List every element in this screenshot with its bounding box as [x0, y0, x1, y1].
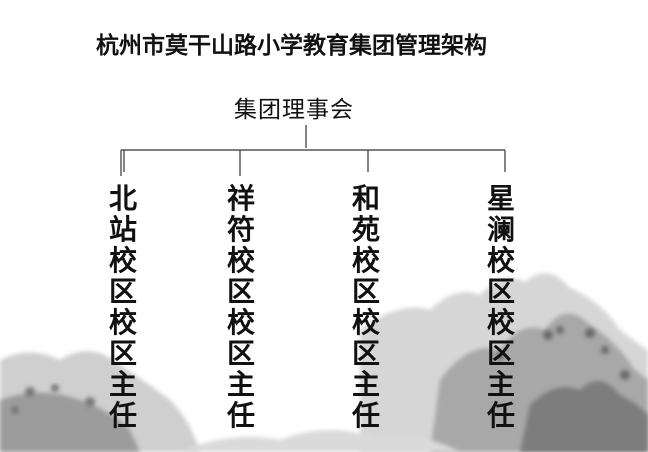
branch-char: 校 — [226, 306, 255, 339]
branch-char: 校 — [351, 306, 380, 339]
branch-char: 区 — [108, 275, 137, 308]
branch-char: 祥 — [226, 182, 255, 215]
branch-char: 主 — [226, 368, 255, 401]
branch-char: 主 — [351, 368, 380, 401]
branch-char: 符 — [226, 213, 255, 246]
branch-char: 任 — [108, 399, 137, 432]
branch-char: 苑 — [351, 213, 380, 246]
branch-char: 区 — [486, 275, 515, 308]
branch-char: 站 — [108, 213, 137, 246]
branch-char: 区 — [351, 337, 380, 370]
branch-char: 校 — [108, 306, 137, 339]
branch-node-beizhan: 北 站 校 区 校 区 主 任 — [103, 183, 143, 431]
branch-char: 任 — [351, 399, 380, 432]
branch-char: 主 — [108, 368, 137, 401]
branch-char: 区 — [351, 275, 380, 308]
root-node-label: 集团理事会 — [234, 97, 354, 123]
branch-node-xiangfu: 祥 符 校 区 校 区 主 任 — [221, 183, 261, 431]
branch-char: 校 — [486, 306, 515, 339]
branch-char: 区 — [226, 275, 255, 308]
branch-node-xinglan: 星 澜 校 区 校 区 主 任 — [481, 183, 521, 431]
branch-char: 澜 — [486, 213, 515, 246]
branch-char: 任 — [486, 399, 515, 432]
branch-char: 区 — [108, 337, 137, 370]
branch-char: 校 — [108, 244, 137, 277]
chart-title: 杭州市莫干山路小学教育集团管理架构 — [96, 33, 487, 59]
branch-node-heyuan: 和 苑 校 区 校 区 主 任 — [346, 183, 386, 431]
branch-char: 区 — [226, 337, 255, 370]
branch-char: 主 — [486, 368, 515, 401]
branch-char: 校 — [351, 244, 380, 277]
branch-char: 校 — [226, 244, 255, 277]
branch-char: 区 — [486, 337, 515, 370]
branch-char: 校 — [486, 244, 515, 277]
branch-char: 星 — [486, 182, 515, 215]
branch-char: 和 — [351, 182, 380, 215]
branch-char: 北 — [108, 182, 137, 215]
branch-char: 任 — [226, 399, 255, 432]
